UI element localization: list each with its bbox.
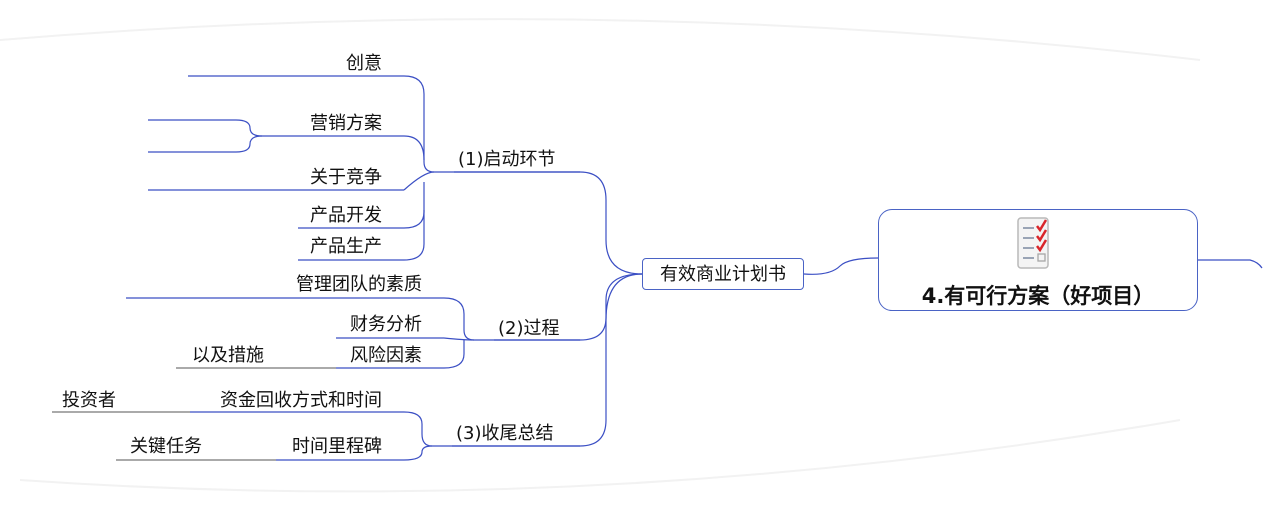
root-right-connector [1198, 259, 1263, 269]
center-branch3-connector [452, 273, 643, 447]
branch1-bracket [403, 75, 454, 173]
topic-team-quality[interactable]: 管理团队的素质 [296, 274, 422, 295]
topic-marketing-plan[interactable]: 营销方案 [310, 113, 382, 134]
root-topic-title: 4.有可行方案（好项目） [921, 284, 1155, 308]
topic-milestones[interactable]: 时间里程碑 [292, 436, 382, 457]
topic-competition[interactable]: 关于竞争 [310, 167, 382, 188]
topic-financial-analysis[interactable]: 财务分析 [350, 314, 422, 335]
central-topic[interactable]: 有效商业计划书 [642, 258, 804, 290]
topic-idea[interactable]: 创意 [346, 53, 382, 74]
subtopic-investors[interactable]: 投资者 [62, 390, 116, 411]
topic-product-development[interactable]: 产品开发 [310, 205, 382, 226]
branch-startup-label[interactable]: (1)启动环节 [458, 149, 556, 170]
branch-closing-label[interactable]: (3)收尾总结 [456, 423, 554, 444]
topic-fund-recovery[interactable]: 资金回收方式和时间 [220, 390, 382, 411]
subtopic-key-tasks[interactable]: 关键任务 [130, 436, 202, 457]
branch-process-label[interactable]: (2)过程 [498, 318, 560, 339]
topic-risk-factors[interactable]: 风险因素 [350, 345, 422, 366]
center-branch1-connector [454, 171, 643, 275]
root-center-connector [803, 257, 879, 275]
subtopic-measures[interactable]: 以及措施 [192, 345, 264, 366]
topic-product-production[interactable]: 产品生产 [310, 236, 382, 257]
checklist-icon [1017, 217, 1049, 269]
